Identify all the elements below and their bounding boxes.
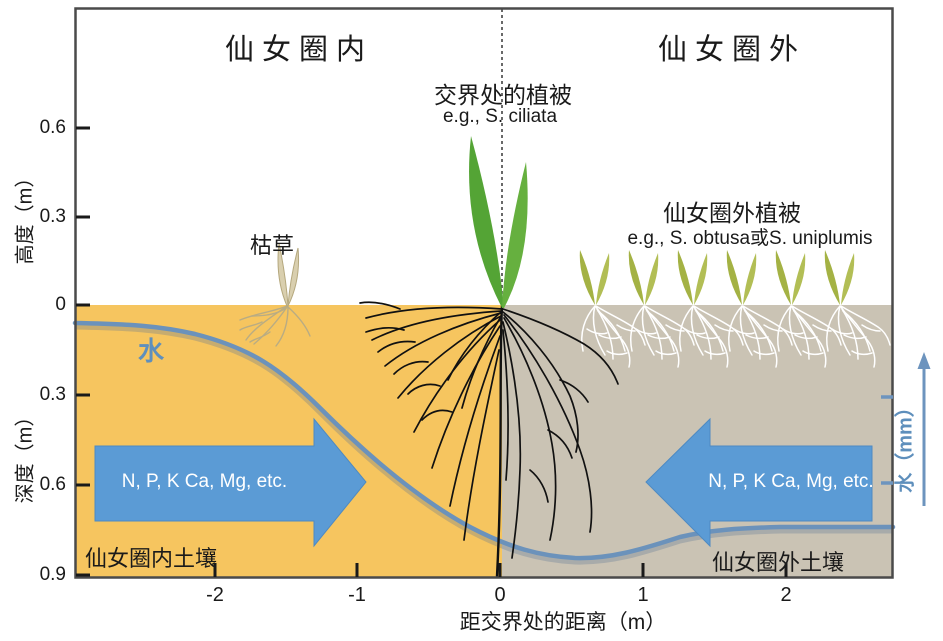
boundary-vegetation-title: 交界处的植被 (434, 82, 572, 108)
boundary-plant-leaf-left (469, 136, 504, 308)
dead-grass-leaf-left (277, 242, 289, 307)
nutrient-arrow-left-text: N, P, K Ca, Mg, etc. (121, 471, 288, 492)
water-axis-ticks (881, 395, 893, 485)
nutrient-arrow-left (94, 417, 367, 548)
x-tick-label: -1 (348, 584, 366, 606)
boundary-plant-root-system (359, 301, 619, 578)
dead-grass-roots (239, 305, 311, 347)
water-curve-label: 水 (138, 336, 165, 366)
y-tick-label: 0.6 (39, 117, 66, 138)
axis-ticks (76, 126, 788, 577)
outside-vegetation-title: 仙女圈外植被 (663, 200, 801, 226)
y-tick-label: 0.6 (39, 474, 66, 495)
water-increase-arrowhead-icon (917, 352, 931, 369)
water-axis-label: 水（mm） (894, 397, 917, 493)
x-tick-label: 2 (780, 584, 792, 606)
y-tick-label: 0 (55, 294, 66, 315)
water-table-curve (72, 320, 896, 561)
boundary-vegetation-example: e.g., S. ciliata (442, 106, 558, 127)
nutrient-arrow-right-text: N, P, K Ca, Mg, etc. (708, 471, 874, 492)
dead-grass-leaf-right (287, 247, 299, 307)
y-tick-label: 0.3 (39, 206, 66, 227)
soil-inside-region (76, 305, 502, 577)
soil-inside-label: 仙女圈内土壤 (85, 546, 218, 571)
x-tick-label: -2 (206, 584, 224, 606)
y-tick-label: 0.3 (39, 384, 66, 405)
dead-grass-label: 枯草 (249, 233, 295, 258)
nutrient-arrow-right (645, 417, 873, 548)
outside-vegetation-example: e.g., S. obtusa或S. uniplumis (627, 228, 873, 249)
y-tick-label: 0.9 (39, 564, 66, 585)
region-title-outside: 仙女圈外 (657, 34, 807, 66)
x-tick-label: 1 (637, 584, 649, 606)
boundary-plant-leaf-right (502, 162, 528, 308)
plot-frame (74, 7, 894, 579)
region-title-inside: 仙女圈内 (224, 34, 374, 66)
x-axis-label: 距交界处的距离（m） (459, 611, 667, 634)
x-tick-label: 0 (494, 584, 506, 606)
soil-outside-label: 仙女圈外土壤 (712, 550, 845, 575)
